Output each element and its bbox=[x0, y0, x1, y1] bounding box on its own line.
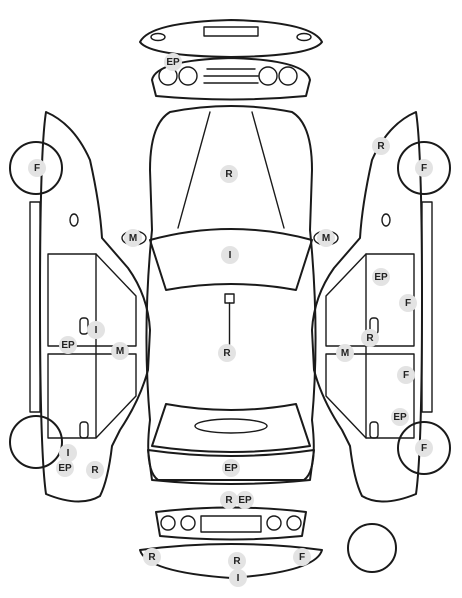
marker-code: R bbox=[223, 348, 231, 359]
damage-marker-right-front-wheel: F bbox=[415, 159, 433, 177]
damage-marker-rear-bumper-left: R bbox=[143, 548, 161, 566]
marker-code: EP bbox=[61, 340, 75, 351]
marker-badge bbox=[397, 366, 415, 384]
damage-marker-windshield: I bbox=[221, 246, 239, 264]
marker-code: M bbox=[341, 348, 349, 359]
damage-marker-right-door-mirror-area: M bbox=[336, 344, 354, 362]
damage-marker-left-door-mirror-area: M bbox=[111, 342, 129, 360]
marker-badge bbox=[361, 329, 379, 347]
marker-badge bbox=[59, 444, 77, 462]
marker-code: M bbox=[129, 233, 137, 244]
damage-marker-rear-panel: EP bbox=[236, 491, 254, 509]
marker-badge bbox=[56, 459, 74, 477]
marker-code: EP bbox=[374, 272, 388, 283]
damage-marker-left-rear-quarter: I bbox=[59, 444, 77, 462]
marker-badge bbox=[391, 408, 409, 426]
damage-marker-left-rocker: EP bbox=[59, 336, 77, 354]
damage-marker-left-rear-quarter: R bbox=[86, 461, 104, 479]
marker-badge bbox=[124, 229, 142, 247]
marker-code: EP bbox=[238, 495, 252, 506]
marker-code: R bbox=[148, 552, 156, 563]
marker-badge bbox=[228, 552, 246, 570]
car-body-top-view bbox=[145, 105, 317, 481]
damage-marker-roof: R bbox=[218, 344, 236, 362]
damage-marker-hood: R bbox=[220, 165, 238, 183]
marker-code: F bbox=[421, 443, 427, 454]
marker-code: F bbox=[299, 552, 305, 563]
marker-badge bbox=[59, 336, 77, 354]
damage-marker-right-mirror: M bbox=[317, 229, 335, 247]
marker-code: F bbox=[403, 370, 409, 381]
damage-marker-rear-panel: R bbox=[220, 491, 238, 509]
marker-badge bbox=[111, 342, 129, 360]
marker-badge bbox=[86, 461, 104, 479]
damage-marker-front-bumper-top: EP bbox=[164, 53, 182, 71]
marker-badge bbox=[218, 344, 236, 362]
marker-code: R bbox=[225, 495, 233, 506]
damage-marker-left-front-door: I bbox=[87, 321, 105, 339]
marker-badge bbox=[415, 439, 433, 457]
marker-code: I bbox=[95, 325, 98, 336]
damage-marker-right-rear-quarter: EP bbox=[391, 408, 409, 426]
marker-code: M bbox=[322, 233, 330, 244]
damage-marker-right-front-fender: R bbox=[372, 137, 390, 155]
marker-code: EP bbox=[393, 412, 407, 423]
car-right-side bbox=[311, 111, 451, 503]
marker-badge bbox=[87, 321, 105, 339]
marker-badge bbox=[317, 229, 335, 247]
damage-marker-rear-bumper-bottom: I bbox=[229, 569, 247, 587]
front-bumper bbox=[139, 19, 323, 58]
marker-code: EP bbox=[166, 57, 180, 68]
marker-code: R bbox=[233, 556, 241, 567]
damage-marker-right-door-handle: R bbox=[361, 329, 379, 347]
marker-code: R bbox=[225, 169, 233, 180]
marker-badge bbox=[221, 246, 239, 264]
marker-badge bbox=[399, 294, 417, 312]
car-rear-panel bbox=[147, 449, 315, 485]
marker-code: R bbox=[377, 141, 385, 152]
marker-code: EP bbox=[224, 463, 238, 474]
marker-badge bbox=[415, 159, 433, 177]
damage-marker-right-rear-door: F bbox=[397, 366, 415, 384]
damage-marker-left-rear-quarter: EP bbox=[56, 459, 74, 477]
marker-code: I bbox=[237, 573, 240, 584]
spare-tire bbox=[347, 523, 397, 573]
marker-badge bbox=[220, 491, 238, 509]
damage-marker-trunk: EP bbox=[222, 459, 240, 477]
damage-marker-rear-bumper-right: F bbox=[293, 548, 311, 566]
marker-code: I bbox=[229, 250, 232, 261]
damage-marker-rear-bumper-center: R bbox=[228, 552, 246, 570]
marker-code: F bbox=[34, 163, 40, 174]
marker-code: F bbox=[421, 163, 427, 174]
marker-badge bbox=[28, 159, 46, 177]
damage-marker-right-front-door: EP bbox=[372, 268, 390, 286]
damage-marker-right-front-door: F bbox=[399, 294, 417, 312]
marker-code: EP bbox=[58, 463, 72, 474]
marker-badge bbox=[222, 459, 240, 477]
rear-bumper bbox=[155, 506, 307, 541]
marker-badge bbox=[372, 268, 390, 286]
marker-code: R bbox=[91, 465, 99, 476]
marker-code: M bbox=[116, 346, 124, 357]
car-left-side bbox=[9, 111, 151, 503]
marker-badge bbox=[164, 53, 182, 71]
marker-badge bbox=[293, 548, 311, 566]
marker-badge bbox=[336, 344, 354, 362]
marker-badge bbox=[229, 569, 247, 587]
marker-code: I bbox=[67, 448, 70, 459]
damage-marker-right-rear-wheel: F bbox=[415, 439, 433, 457]
marker-code: R bbox=[366, 333, 374, 344]
marker-code: F bbox=[405, 298, 411, 309]
marker-badge bbox=[143, 548, 161, 566]
damage-marker-left-front-wheel: F bbox=[28, 159, 46, 177]
marker-badge bbox=[220, 165, 238, 183]
marker-badge bbox=[372, 137, 390, 155]
damage-marker-left-mirror: M bbox=[124, 229, 142, 247]
marker-badge bbox=[236, 491, 254, 509]
